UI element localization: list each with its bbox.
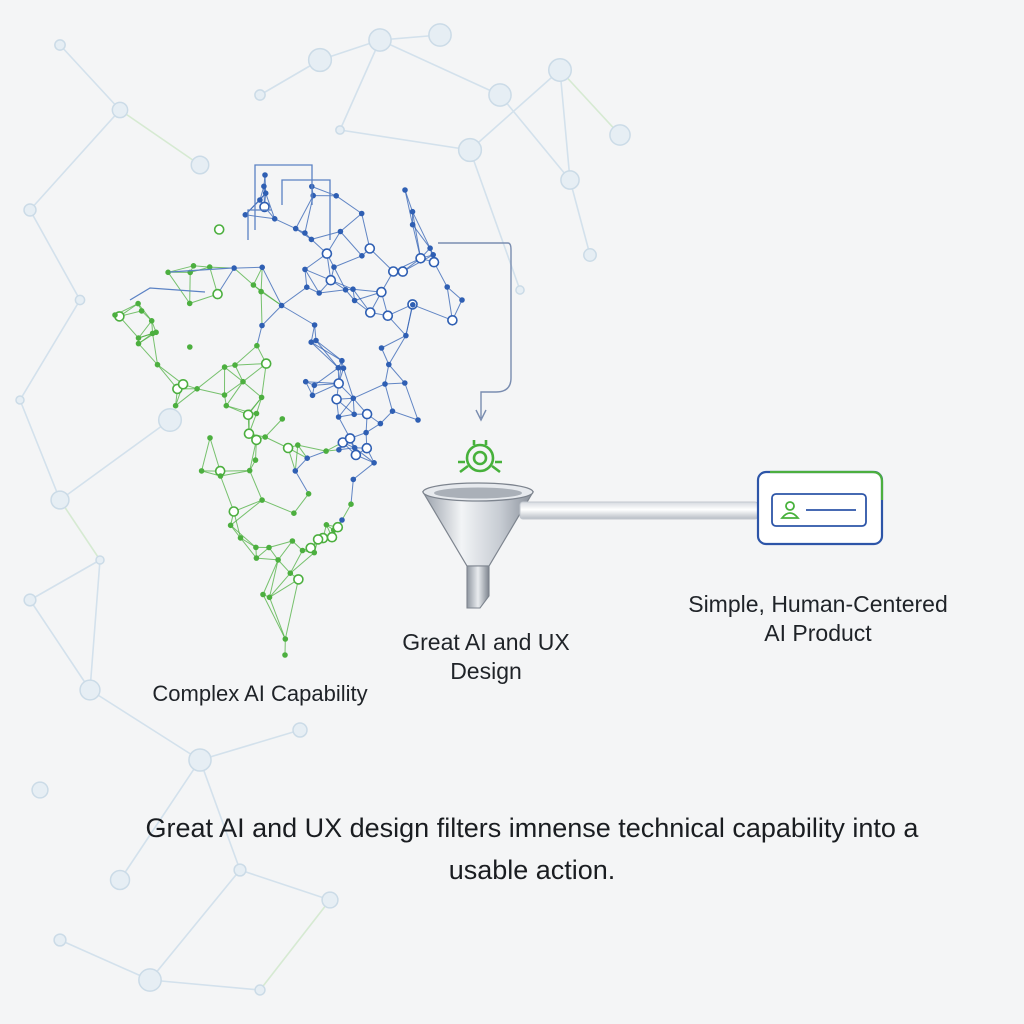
funnel-icon: [421, 482, 535, 609]
pipe-connector: [519, 501, 759, 520]
circuit-traces: [129, 164, 331, 301]
background-network: [15, 23, 631, 996]
label-great-ai-ux-design: Great AI and UX Design: [402, 629, 570, 684]
complex-ai-network: [112, 172, 465, 658]
gear-icon: [458, 440, 502, 474]
caption: Great AI and UX design filters imnense t…: [145, 813, 919, 885]
label-complex-ai-capability: Complex AI Capability: [152, 681, 368, 706]
product-card-icon: [756, 470, 884, 546]
user-icon: [780, 501, 800, 519]
label-human-centered-product: Simple, Human-Centered AI Product: [688, 591, 948, 646]
flow-arrow: [438, 242, 512, 422]
